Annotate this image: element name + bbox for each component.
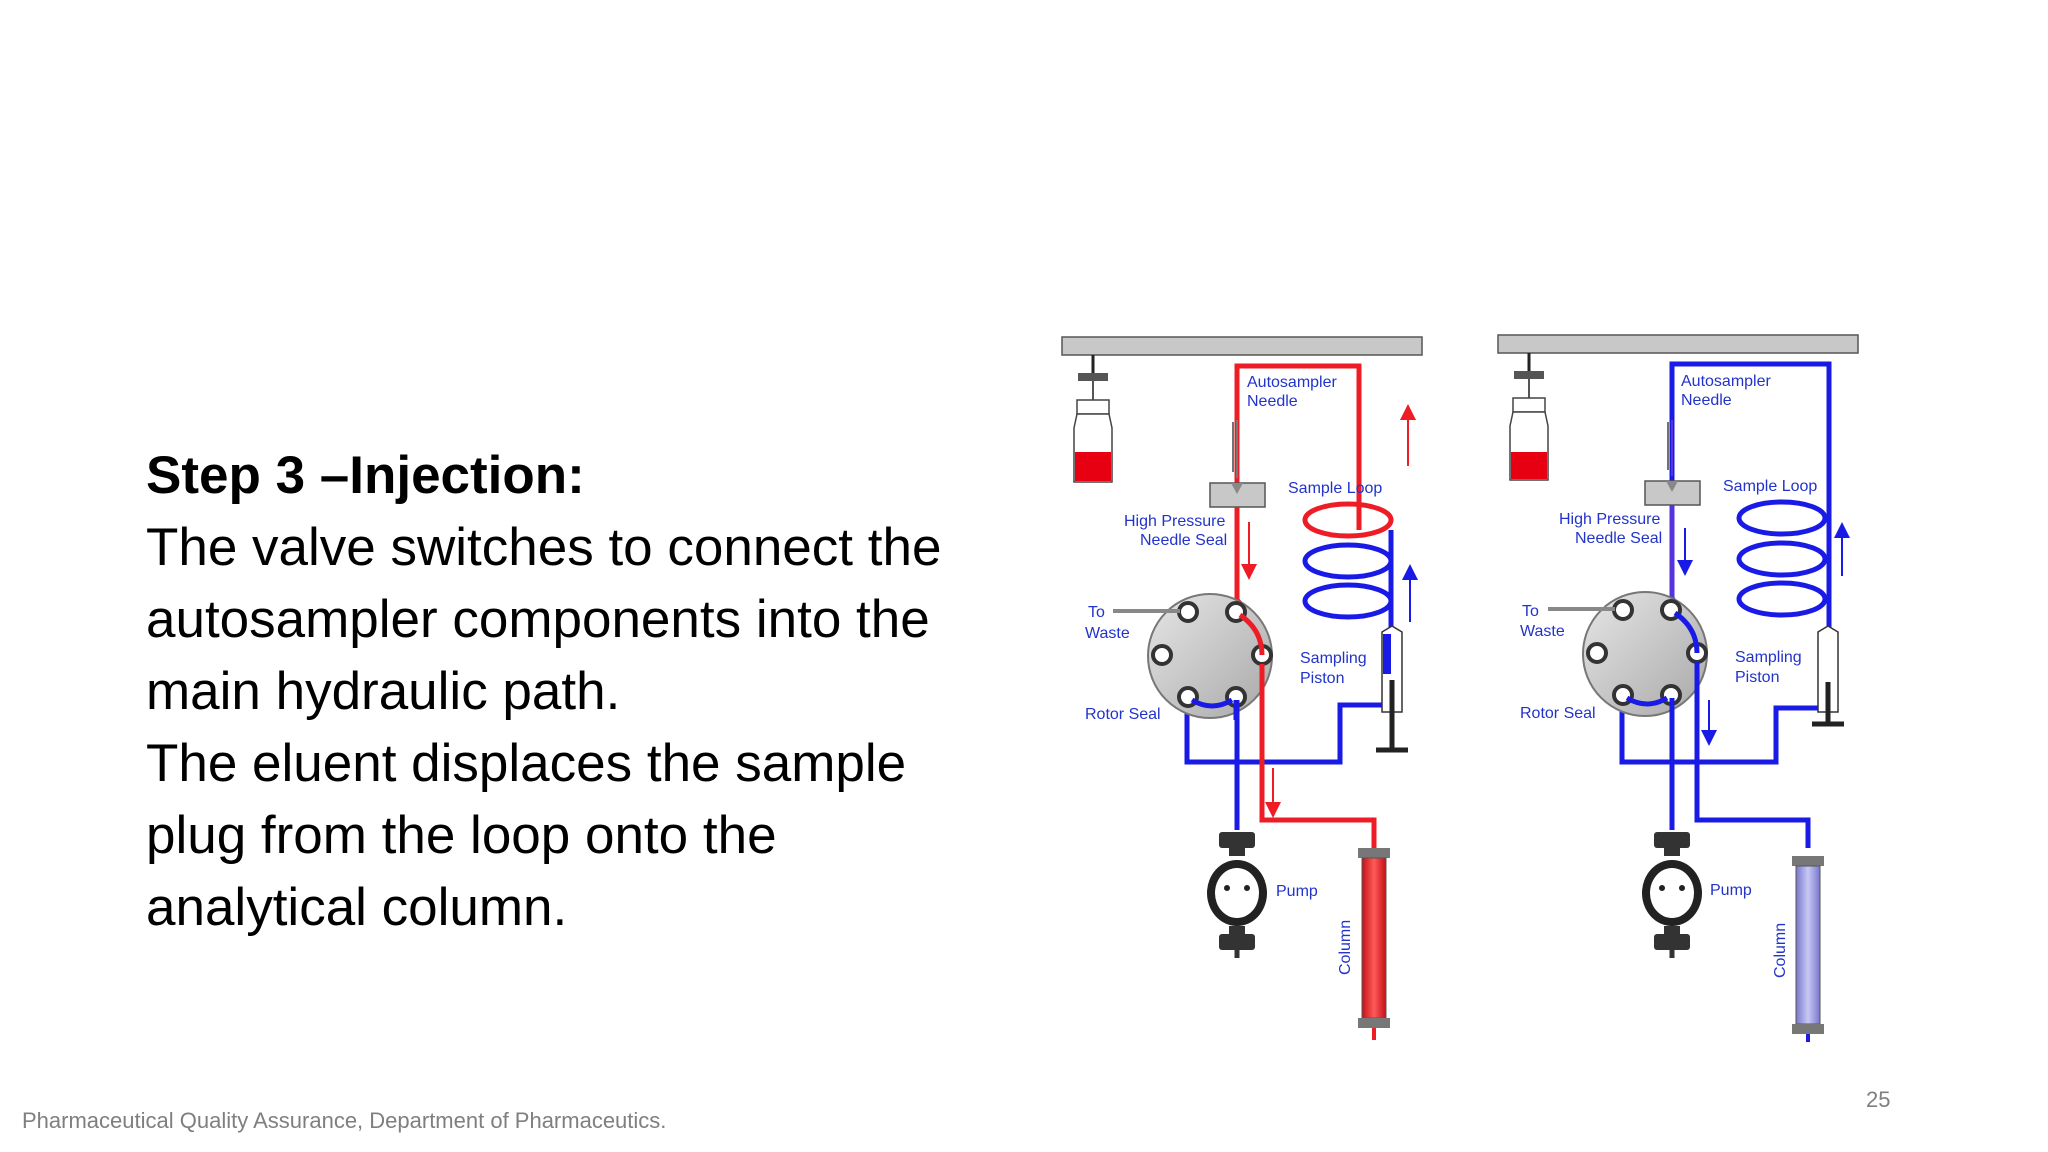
- waste-label-2: Waste: [1520, 623, 1565, 640]
- seal-label-1: High Pressure: [1559, 511, 1660, 528]
- autosampler-rail: [1497, 334, 1859, 354]
- loop-label: Sample Loop: [1723, 478, 1817, 495]
- body-line-3: main hydraulic path.: [146, 662, 621, 721]
- needle-label-2: Needle: [1681, 392, 1732, 409]
- piston-label-2: Piston: [1735, 669, 1779, 686]
- sample-vial: [1073, 355, 1113, 483]
- column-left: [1358, 848, 1390, 1040]
- pump-label: Pump: [1710, 882, 1752, 899]
- step-heading: Step 3 –Injection:: [146, 446, 585, 505]
- diagram-left: Autosampler Needle Sample Loop High Pres…: [1061, 336, 1423, 1040]
- piston-label-2: Piston: [1300, 670, 1344, 687]
- pump-right: [1642, 832, 1702, 958]
- sample-vial: [1509, 353, 1549, 481]
- sample-loop-coil-1: [1302, 501, 1394, 539]
- sample-loop-coil-2: [1736, 540, 1828, 578]
- page-number: 25: [1866, 1087, 1891, 1112]
- pump-left: [1207, 832, 1267, 958]
- body-line-1: The valve switches to connect the: [146, 518, 942, 577]
- body-line-2: autosampler components into the: [146, 590, 930, 649]
- needle-label-1: Autosampler: [1681, 373, 1771, 390]
- seal-label-2: Needle Seal: [1140, 532, 1227, 549]
- needle-label-1: Autosampler: [1247, 374, 1337, 391]
- pump-label: Pump: [1276, 883, 1318, 900]
- sample-loop-coil-2: [1302, 542, 1394, 580]
- slide-body-text: Step 3 –Injection: The valve switches to…: [146, 440, 1026, 944]
- body-line-6: analytical column.: [146, 878, 568, 937]
- column-label: Column: [1772, 923, 1789, 978]
- piston-label-1: Sampling: [1735, 649, 1802, 666]
- seal-label-1: High Pressure: [1124, 513, 1225, 530]
- footer-text: Pharmaceutical Quality Assurance, Depart…: [22, 1108, 667, 1133]
- waste-label-2: Waste: [1085, 625, 1130, 642]
- sample-loop-coil-3: [1302, 582, 1394, 620]
- rotor-label: Rotor Seal: [1085, 706, 1161, 723]
- needle-label-2: Needle: [1247, 393, 1298, 410]
- diagram-right: Autosampler Needle Sample Loop High Pres…: [1497, 334, 1859, 1042]
- loop-label: Sample Loop: [1288, 480, 1382, 497]
- seal-label-2: Needle Seal: [1575, 530, 1662, 547]
- body-line-4: The eluent displaces the sample: [146, 734, 907, 793]
- column-right: [1792, 856, 1824, 1042]
- piston-label-1: Sampling: [1300, 650, 1367, 667]
- sample-loop-coil-1: [1736, 499, 1828, 537]
- waste-label-1: To: [1522, 603, 1539, 620]
- column-label: Column: [1337, 920, 1354, 975]
- sampling-piston: [1376, 625, 1408, 753]
- sampling-piston: [1812, 625, 1844, 727]
- body-line-5: plug from the loop onto the: [146, 806, 777, 865]
- autosampler-rail: [1061, 336, 1423, 356]
- rotor-label: Rotor Seal: [1520, 705, 1596, 722]
- waste-label-1: To: [1088, 604, 1105, 621]
- sample-loop-coil-3: [1736, 580, 1828, 618]
